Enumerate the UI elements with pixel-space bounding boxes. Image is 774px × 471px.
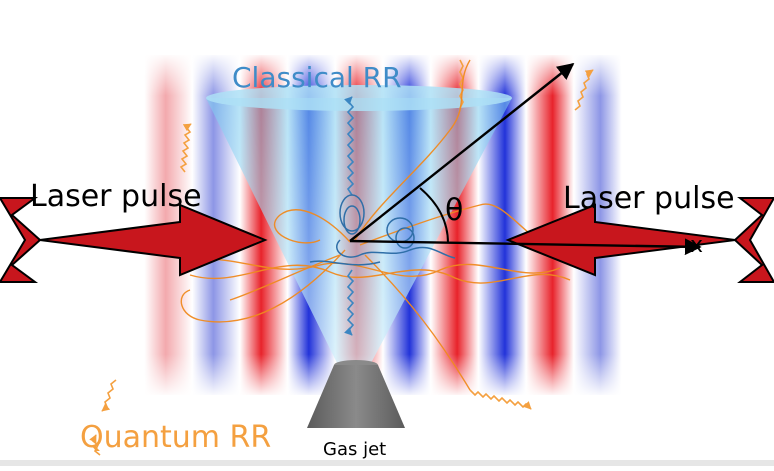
cone-rim <box>206 85 512 111</box>
classical-emission-cone <box>206 98 512 365</box>
gas-jet-label: Gas jet <box>323 439 386 460</box>
classical-rr-emission <box>344 96 355 336</box>
classical-rr-label: Classical RR <box>232 61 402 94</box>
gas-jet-nozzle <box>307 365 405 428</box>
theta-angle-arc <box>419 187 449 244</box>
laser-pulse-left-label: Laser pulse <box>30 179 202 214</box>
laser-pulse-right-label: Laser pulse <box>563 181 735 216</box>
laser-pulse-left-arrow <box>0 197 268 283</box>
bottom-edge-bar <box>0 460 774 466</box>
x-axis-arrow <box>349 238 702 256</box>
quantum-trajectories <box>180 59 571 391</box>
classical-trajectories <box>309 194 456 266</box>
quantum-rr-label: Quantum RR <box>80 420 271 455</box>
emission-direction-arrow <box>349 62 575 242</box>
theta-label: θ <box>445 193 463 228</box>
x-axis-label: x <box>690 233 703 258</box>
laser-pulse-right-arrow <box>505 197 774 283</box>
